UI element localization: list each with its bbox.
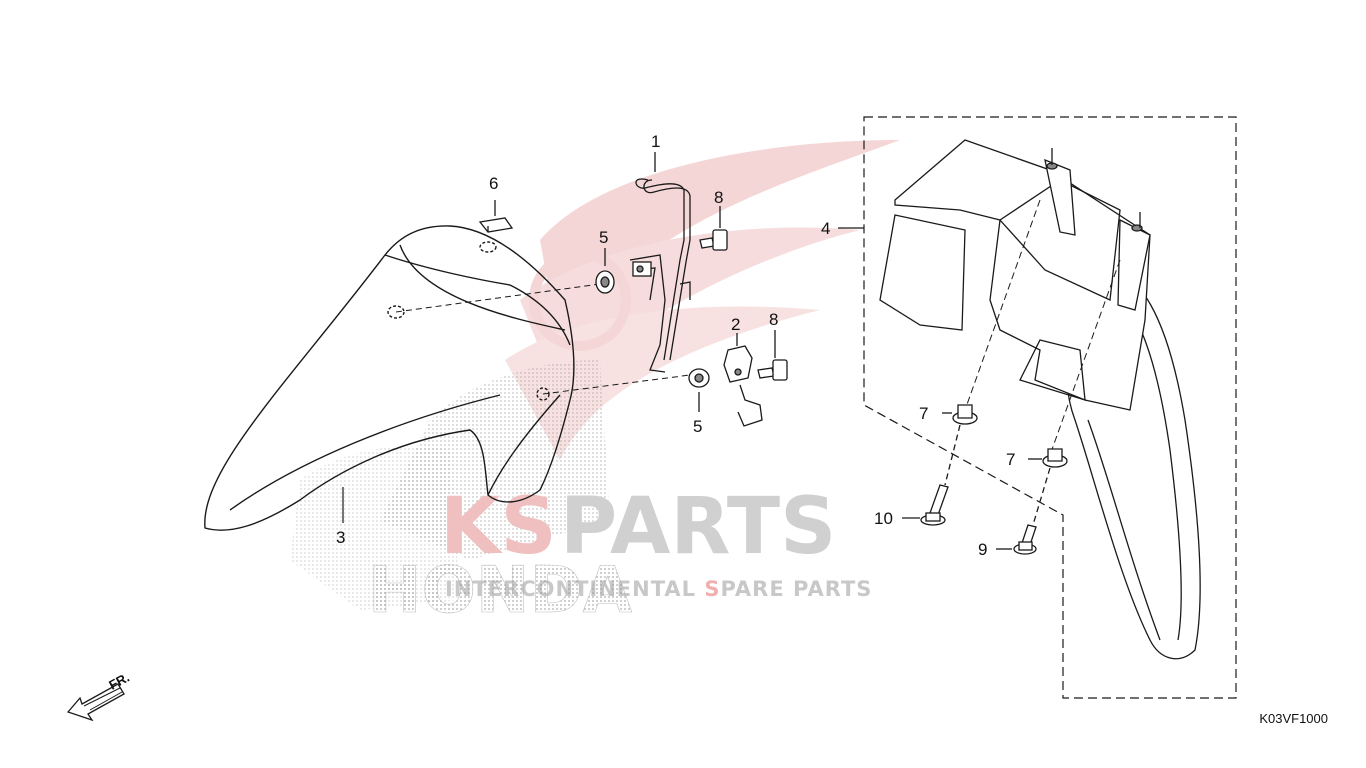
- callout-9: 9: [978, 540, 987, 559]
- watermark-maker: HONDA: [368, 554, 633, 628]
- watermark-tagline: INTERCONTINENTAL SPARE PARTS: [445, 577, 872, 601]
- watermark-brand-suffix: PARTS: [560, 482, 836, 572]
- bolt-part-8-upper: [699, 206, 728, 251]
- bolt-part-8-lower: [757, 330, 788, 381]
- collar-part-7-left: [942, 404, 978, 425]
- callout-7-right: 7: [1006, 450, 1015, 469]
- callout-10: 10: [874, 509, 893, 528]
- inner-fender-boundary: [863, 116, 1237, 699]
- front-fender-part-3: [204, 225, 691, 531]
- callout-8-upper: 8: [714, 188, 723, 207]
- front-direction-arrow-icon: [66, 683, 125, 722]
- watermark-dotted-wing: [290, 360, 610, 610]
- callout-6: 6: [489, 174, 498, 193]
- callout-5-upper: 5: [599, 228, 608, 247]
- collar-part-7-right: [1028, 448, 1068, 468]
- callout-1: 1: [651, 132, 660, 151]
- stay-bracket-part-2: [723, 333, 763, 427]
- diagram-code: K03VF1000: [1259, 711, 1328, 726]
- callout-2: 2: [731, 315, 740, 334]
- bolt-part-9: [996, 467, 1051, 555]
- inner-fender-part-4: [879, 139, 1201, 660]
- callout-3: 3: [336, 528, 345, 547]
- clip-nut-part-6: [478, 200, 514, 233]
- callout-5-lower: 5: [693, 417, 702, 436]
- callout-7-left: 7: [919, 404, 928, 423]
- grommet-part-5-lower: [688, 368, 710, 412]
- bolt-part-10: [902, 424, 961, 526]
- hose-guide-part-1: [629, 152, 691, 373]
- callout-4: 4: [821, 219, 830, 238]
- callout-8-lower: 8: [769, 310, 778, 329]
- inner-fender-alignment-lines: [964, 199, 1121, 456]
- grommet-part-5-upper: [595, 248, 615, 294]
- watermark-brand-prefix: KS: [440, 482, 557, 572]
